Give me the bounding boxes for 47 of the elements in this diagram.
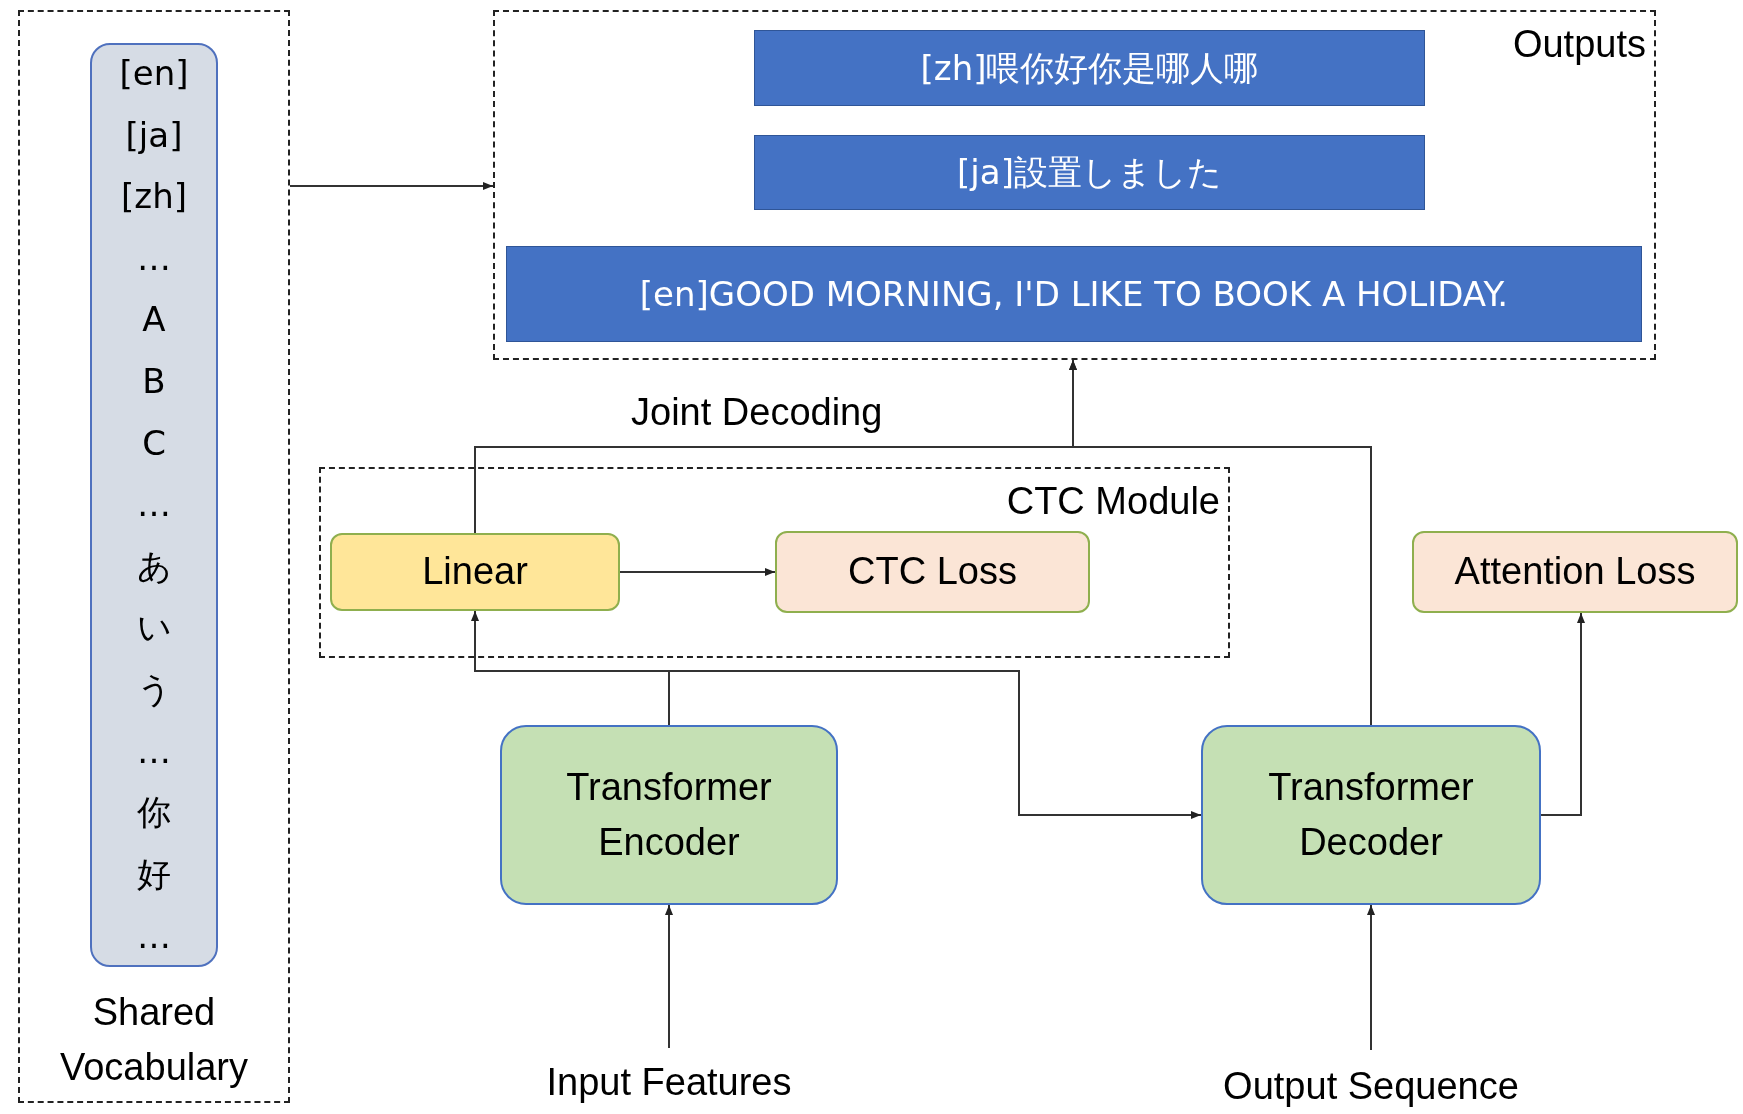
output-bar (506, 246, 1642, 342)
input-label: Input Features (546, 1060, 792, 1106)
arrow (1540, 612, 1585, 816)
vocabulary-token: [en] (119, 55, 189, 93)
vocabulary-token: [zh] (121, 178, 187, 216)
vocabulary-token: い (136, 609, 172, 647)
box-label: Attention Loss (1454, 549, 1696, 595)
process-box (500, 725, 838, 905)
arrow (1069, 359, 1372, 726)
vocabulary-token: あ (136, 547, 172, 586)
vocabulary-token: う (136, 671, 172, 709)
box-label: Transformer Encoder (565, 764, 773, 865)
arrow (668, 670, 1202, 819)
loss-box (1412, 531, 1738, 613)
output-bar (754, 30, 1425, 106)
box-label: Linear (422, 549, 528, 595)
vocabulary-token: C (142, 424, 166, 463)
vocabulary-list-box (90, 43, 218, 967)
vocabulary-token: … (137, 239, 171, 278)
frame-heading: Outputs (1512, 24, 1646, 66)
frame-heading: Shared Vocabulary (59, 989, 249, 1090)
process-box (1201, 725, 1541, 905)
output-bar (754, 135, 1425, 210)
arrow (1367, 904, 1375, 1051)
outputs-frame (493, 10, 1656, 360)
arrow (289, 182, 494, 190)
vocabulary-token: B (142, 363, 166, 401)
vocabulary-token: A (142, 301, 166, 339)
vocabulary-token: 好 (137, 855, 171, 894)
vocabulary-token: … (137, 917, 171, 955)
vocabulary-token: … (137, 732, 171, 771)
box-label: Transformer Decoder (1267, 764, 1475, 865)
process-box (330, 533, 620, 611)
vocabulary-token: … (137, 486, 171, 524)
output-text: [en]GOOD MORNING, I'D LIKE TO BOOK A HOLIDAY. (639, 272, 1509, 316)
box-label: CTC Loss (848, 549, 1017, 595)
arrow (665, 904, 673, 1049)
output-text: [zh]喂你好你是哪人哪 (920, 46, 1259, 90)
arrow (619, 568, 776, 576)
loss-box (775, 531, 1090, 613)
vocabulary-token: 你 (137, 794, 171, 832)
vocabulary-frame (18, 10, 290, 1103)
output-text: [ja]設置しました (957, 151, 1222, 194)
frame-heading: CTC Module (1006, 481, 1220, 523)
module-frame (319, 467, 1230, 658)
vocabulary-token: [ja] (125, 116, 183, 154)
input-label: Output Sequence (1223, 1064, 1519, 1110)
